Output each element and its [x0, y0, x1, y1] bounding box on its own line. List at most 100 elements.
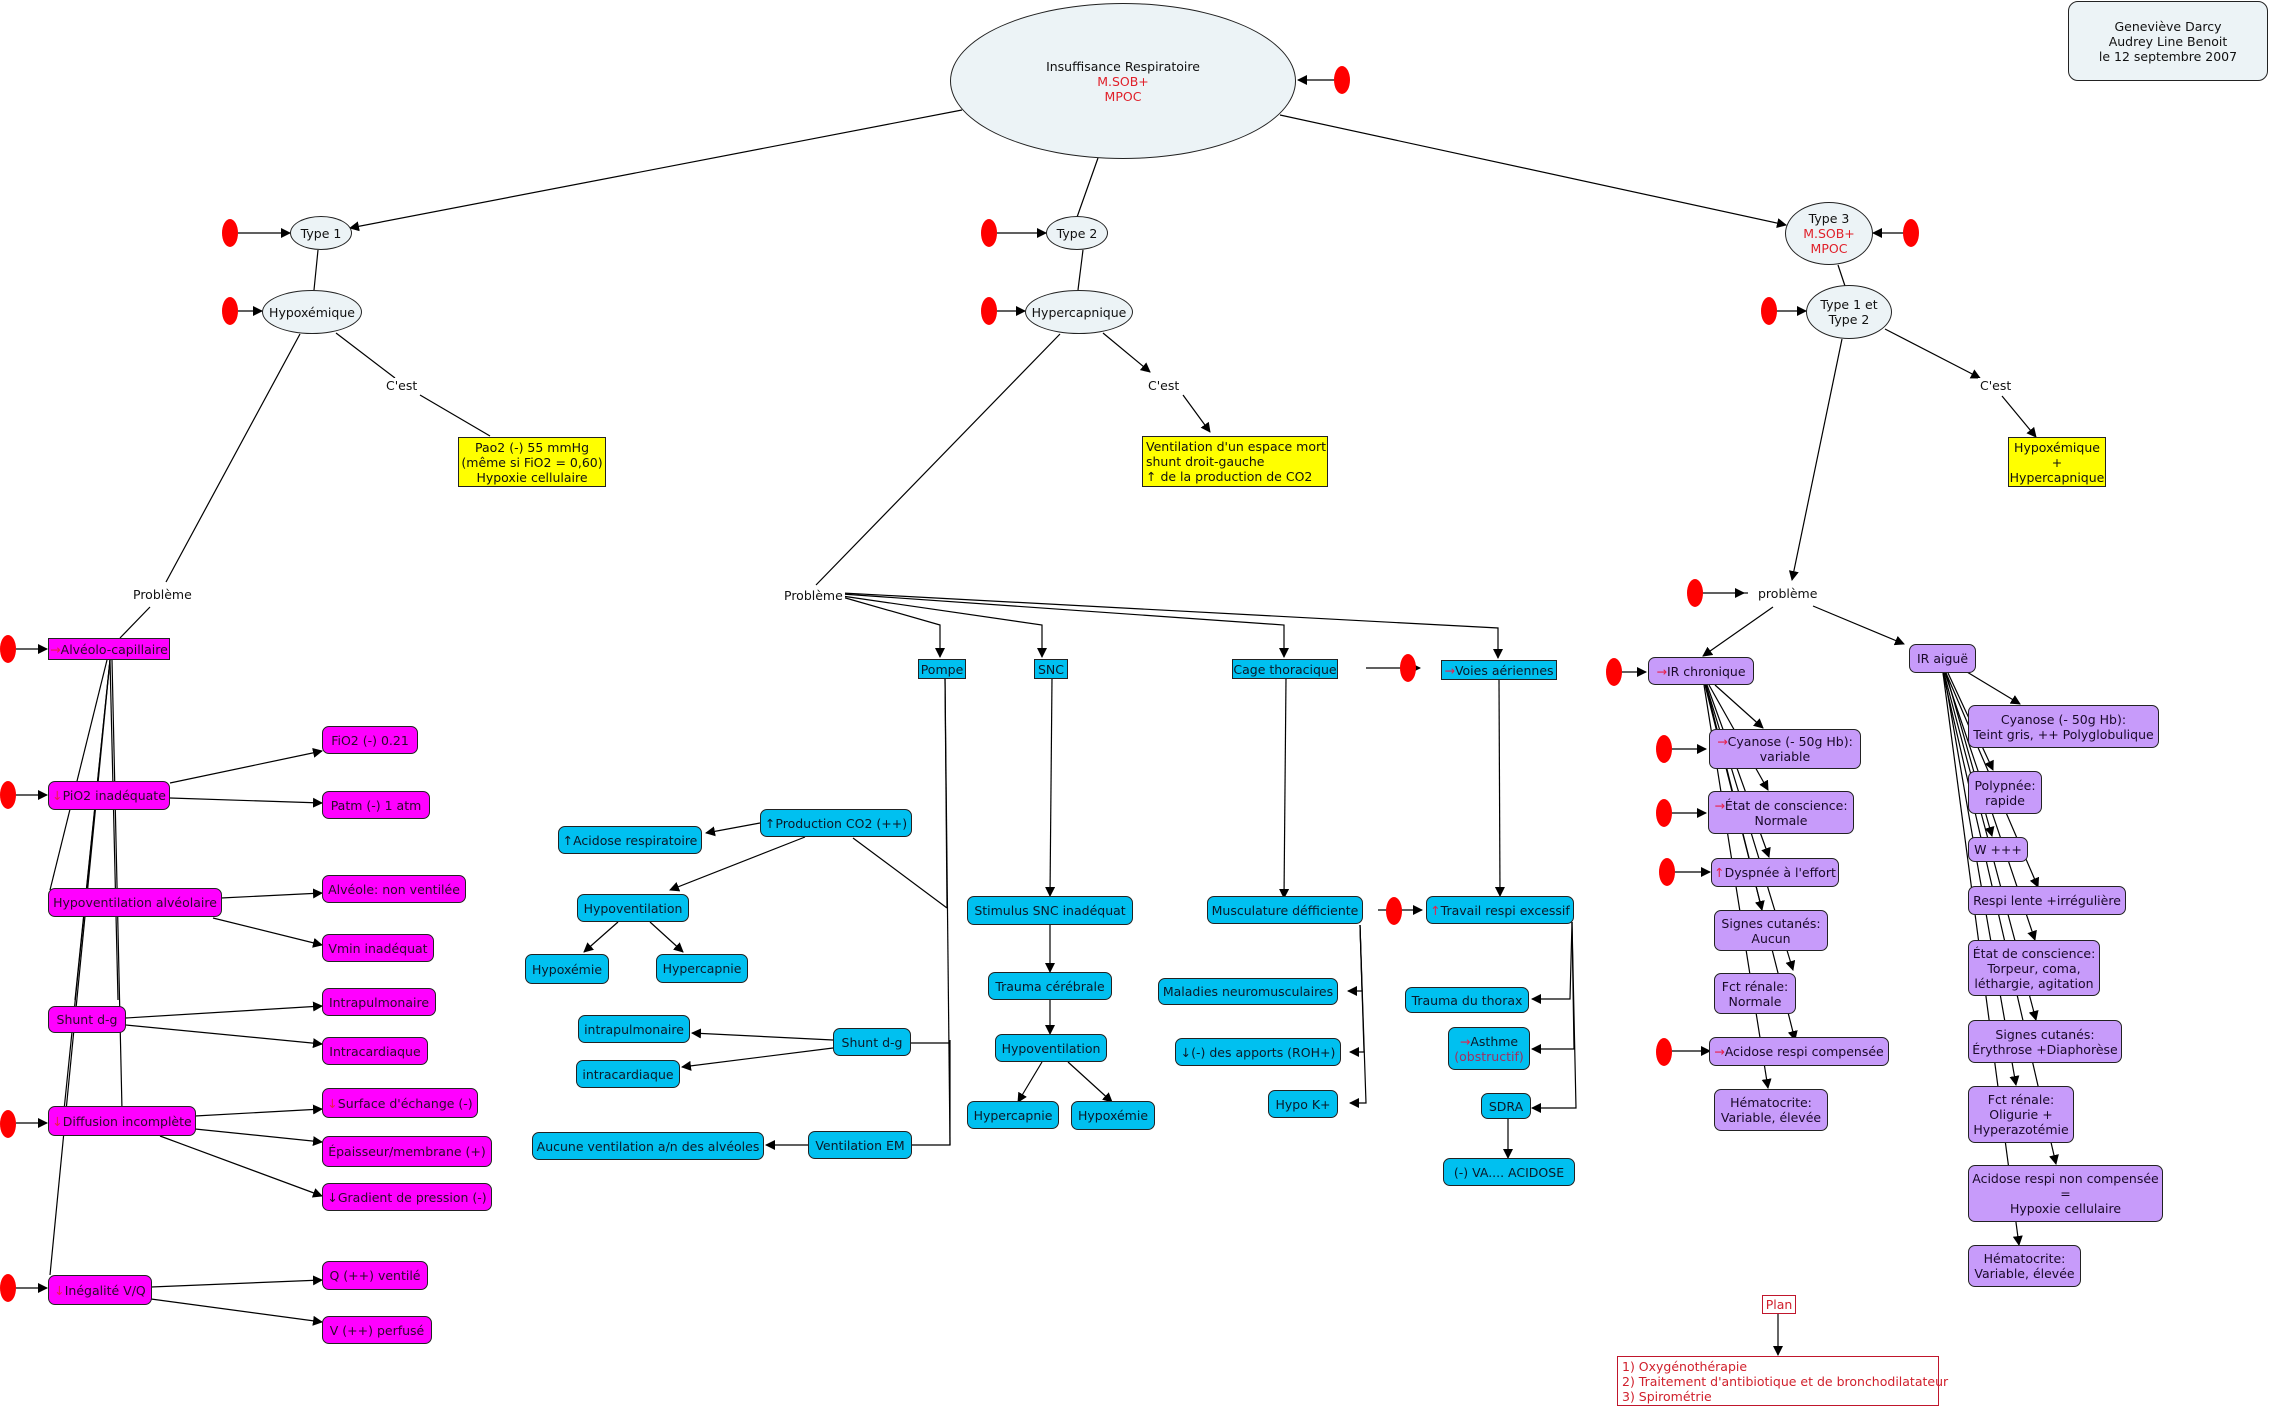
maladies-label: Maladies neuromusculaires [1162, 984, 1334, 999]
type-3-node[interactable]: Type 3 M.SOB+ MPOC [1785, 202, 1873, 265]
acidose-non-compensee-node[interactable]: Acidose respi non compensée = Hypoxie ce… [1968, 1165, 2163, 1222]
maladies-neuro-node[interactable]: Maladies neuromusculaires [1158, 978, 1338, 1005]
surface-echange-node[interactable]: ↓Surface d'échange (-) [322, 1088, 478, 1118]
intracardiaque-node-2[interactable]: intracardiaque [576, 1060, 680, 1088]
hypoventilation-node-2[interactable]: Hypoventilation [995, 1034, 1107, 1062]
snc-node[interactable]: SNC [1034, 659, 1068, 679]
sdra-node[interactable]: SDRA [1481, 1093, 1531, 1119]
w-node[interactable]: W +++ [1968, 837, 2028, 862]
w-label: W +++ [1974, 842, 2022, 857]
aucune-ventilation-node[interactable]: Aucune ventilation a/n des alvéoles [532, 1132, 764, 1160]
acidose-respiratoire-node[interactable]: ↑Acidose respiratoire [558, 826, 702, 854]
epaisseur-label: Épaisseur/membrane (+) [328, 1144, 486, 1159]
v-perfuse-node[interactable]: V (++) perfusé [322, 1316, 432, 1344]
hypoxemie-node-2[interactable]: Hypoxémie [1071, 1101, 1155, 1130]
ventilation-em-node[interactable]: Ventilation EM [808, 1131, 912, 1159]
pompe-node[interactable]: Pompe [918, 659, 966, 679]
vmin-node[interactable]: Vmin inadéquat [322, 934, 434, 962]
line: Hypoxie cellulaire [2009, 1201, 2122, 1216]
hypoventilation-node-1[interactable]: Hypoventilation [577, 894, 689, 922]
dyspnee-label: Dyspnée à l'effort [1724, 865, 1836, 880]
hypoxemique-node[interactable]: Hypoxémique [262, 290, 362, 334]
apports-node[interactable]: ↓(-) des apports (ROH+) [1175, 1038, 1341, 1066]
hypoventilation-alveolaire-node[interactable]: Hypoventilation alvéolaire [48, 888, 222, 917]
marker-hypoxemique [222, 297, 238, 325]
root-concept[interactable]: Insuffisance Respiratoire M.SOB+ MPOC [950, 3, 1296, 159]
fio2-label: FiO2 (-) 0.21 [331, 732, 409, 748]
production-co2-node[interactable]: ↑Production CO2 (++) [760, 809, 912, 837]
trauma-cerebrale-node[interactable]: Trauma cérébrale [988, 972, 1112, 1000]
va-acidose-node[interactable]: (-) VA.... ACIDOSE [1443, 1158, 1575, 1186]
stimulus-snc-node[interactable]: Stimulus SNC inadéquat [967, 896, 1133, 925]
epaisseur-node[interactable]: Épaisseur/membrane (+) [322, 1136, 492, 1167]
fio2-node[interactable]: FiO2 (-) 0.21 [322, 726, 418, 754]
hypoxemie2-label: Hypoxémie [1077, 1108, 1149, 1123]
line: Variable, élevée [1720, 1110, 1822, 1125]
marker-type2 [981, 219, 997, 247]
type-1-node[interactable]: Type 1 [290, 216, 352, 250]
diffusion-node[interactable]: ↓Diffusion incomplète [48, 1106, 196, 1136]
patm-node[interactable]: Patm (-) 1 atm [322, 791, 430, 819]
ir-aigue-node[interactable]: IR aiguë [1909, 644, 1976, 673]
renale-chronique-node[interactable]: Fct rénale: Normale [1714, 973, 1796, 1014]
gradient-label: ↓Gradient de pression (-) [327, 1189, 487, 1205]
author-1: Geneviève Darcy [2114, 18, 2222, 34]
shunt-dg-node[interactable]: Shunt d-g [48, 1006, 126, 1033]
type-2-node[interactable]: Type 2 [1046, 216, 1108, 250]
signes-chronique-node[interactable]: Signes cutanés: Aucun [1714, 910, 1828, 951]
link-label-cest-3: C'est [1978, 378, 2014, 393]
cyanose-chronique-node[interactable]: →Cyanose (- 50g Hb): variable [1709, 729, 1861, 769]
hematocrite-aigue-node[interactable]: Hématocrite: Variable, élevée [1968, 1245, 2081, 1287]
stimulus-label: Stimulus SNC inadéquat [974, 903, 1126, 918]
pio2-label: PiO2 inadéquate [62, 788, 166, 803]
respi-lente-node[interactable]: Respi lente +irrégulière [1968, 886, 2126, 915]
shunt-dg-node-2[interactable]: Shunt d-g [833, 1028, 911, 1056]
hematocrite-chronique-node[interactable]: Hématocrite: Variable, élevée [1714, 1089, 1828, 1131]
line: État de conscience: [1972, 945, 2096, 961]
q-ventile-node[interactable]: Q (++) ventilé [322, 1261, 428, 1290]
signes-aigue-node[interactable]: Signes cutanés: Érythrose +Diaphorèse [1968, 1020, 2122, 1063]
musculature-node[interactable]: Musculature défficiente [1207, 896, 1363, 924]
vent-em-label: Ventilation EM [815, 1137, 905, 1153]
marker-voies [1400, 654, 1416, 682]
voies-aeriennes-node[interactable]: →Voies aériennes [1441, 660, 1557, 680]
inegalite-vq-node[interactable]: ↓Inégalité V/Q [48, 1275, 152, 1305]
trauma-thorax-label: Trauma du thorax [1411, 992, 1523, 1008]
cage-thoracique-node[interactable]: Cage thoracique [1232, 659, 1338, 679]
alveolo-capillaire-node[interactable]: →Alvéolo-capillaire [48, 638, 170, 660]
hypo-k-node[interactable]: Hypo K+ [1268, 1090, 1338, 1118]
marker-type3 [1903, 219, 1919, 247]
marker-travail [1386, 897, 1402, 925]
trauma-thorax-node[interactable]: Trauma du thorax [1405, 987, 1529, 1013]
plan-node[interactable]: Plan [1762, 1295, 1796, 1314]
hypoxemie-node-1[interactable]: Hypoxémie [525, 954, 609, 984]
pompe-label: Pompe [920, 661, 964, 677]
alveolo-label: Alvéolo-capillaire [60, 641, 168, 657]
pio2-node[interactable]: ↓PiO2 inadéquate [48, 781, 170, 810]
hypercapnique-label: Hypercapnique [1031, 304, 1127, 320]
arrow-right-icon: → [1656, 663, 1667, 679]
hypercapnie-node-1[interactable]: Hypercapnie [656, 954, 748, 983]
link-label-cest-1: C'est [384, 378, 420, 393]
cyanose-aigue-node[interactable]: Cyanose (- 50g Hb): Teint gris, ++ Polyg… [1968, 705, 2159, 748]
ir-chronique-node[interactable]: →IR chronique [1648, 657, 1754, 685]
dyspnee-node[interactable]: ↑Dyspnée à l'effort [1711, 858, 1839, 887]
renale-aigue-node[interactable]: Fct rénale: Oligurie + Hyperazotémie [1968, 1086, 2074, 1143]
intracardiaque-node[interactable]: Intracardiaque [322, 1037, 428, 1065]
intrapulmonaire-node-2[interactable]: intrapulmonaire [578, 1015, 690, 1043]
intrapulm-label: intrapulmonaire [584, 1021, 684, 1037]
hypercapnique-node[interactable]: Hypercapnique [1025, 290, 1133, 334]
respi-label: Respi lente +irrégulière [1973, 893, 2121, 908]
asthme-node[interactable]: →Asthme (obstructif) [1448, 1027, 1530, 1070]
conscience-aigue-node[interactable]: État de conscience: Torpeur, coma, létha… [1968, 940, 2100, 996]
type1-et-type2-node[interactable]: Type 1 et Type 2 [1806, 285, 1892, 339]
gradient-node[interactable]: ↓Gradient de pression (-) [322, 1183, 492, 1211]
hypercapnie2-label: Hypercapnie [973, 1107, 1053, 1123]
travail-respi-node[interactable]: ↑Travail respi excessif [1426, 896, 1574, 924]
polypnee-node[interactable]: Polypnée: rapide [1968, 771, 2042, 814]
intrapulmonaire-node[interactable]: Intrapulmonaire [322, 988, 436, 1016]
alveole-node[interactable]: Alvéole: non ventilée [322, 875, 466, 903]
hypercapnie-node-2[interactable]: Hypercapnie [967, 1101, 1059, 1129]
acidose-compensee-node[interactable]: →Acidose respi compensée [1709, 1037, 1889, 1066]
conscience-chronique-node[interactable]: →État de conscience: Normale [1708, 791, 1854, 834]
